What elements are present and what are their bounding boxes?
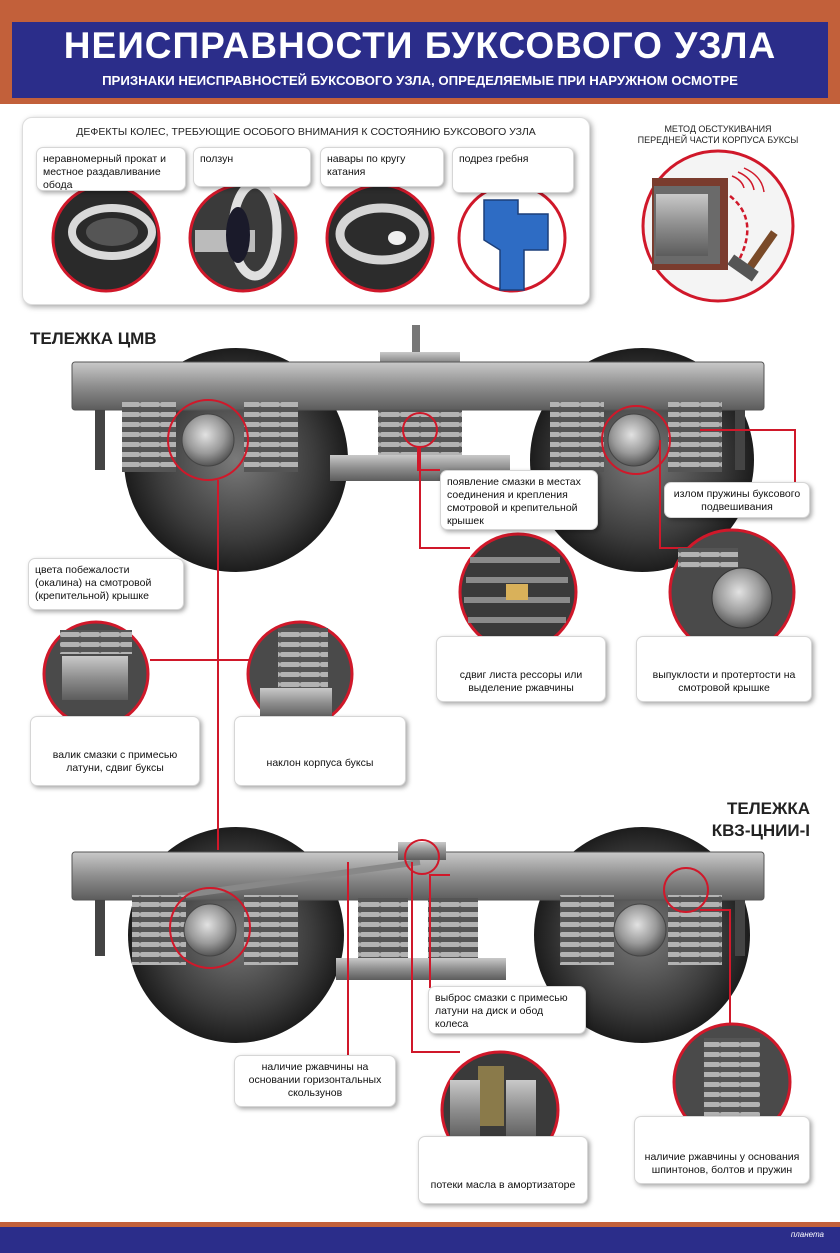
tapping-method-circle [641, 149, 795, 303]
defect-circle-flange [457, 183, 567, 293]
callout-grease-roller: валик смазки с примесью латуни, сдвиг бу… [30, 716, 200, 786]
detail-circle-cover-bulge [668, 528, 796, 656]
callout-buildup: навары по кругу катания [320, 147, 444, 187]
detail-circle-leaf-spring [458, 532, 578, 652]
defect-circle-buildup [325, 183, 435, 293]
callout-box-tilt: наклон корпуса буксы [234, 716, 406, 786]
bogie-kvz-illustration [71, 827, 765, 1043]
bottom-frame-line [0, 1222, 840, 1227]
callout-flat-spot: ползун [193, 147, 311, 187]
callout-spring-break: излом пружины буксового подвешивания [664, 482, 810, 518]
tapping-method-line2: ПЕРЕДНЕЙ ЧАСТИ КОРПУСА БУКСЫ [637, 135, 799, 145]
callout-uneven-rolling: неравномерный прокат и местное раздавлив… [36, 147, 186, 191]
callout-temper-colors: цвета побежалости (окалина) на смотровой… [28, 558, 184, 610]
defect-circle-flat-spot [188, 179, 298, 293]
detail-circle-tilt [246, 620, 354, 728]
defect-circle-rolling [51, 183, 161, 293]
bogie-kvz-label-line2: КВЗ-ЦНИИ-I [711, 821, 810, 840]
callout-grease-disk: выброс смазки с примесью латуни на диск … [428, 986, 586, 1034]
bogie-cmv-label: ТЕЛЕЖКА ЦМВ [30, 329, 157, 348]
tapping-method-label: МЕТОД ОБСТУКИВАНИЯ ПЕРЕДНЕЙ ЧАСТИ КОРПУС… [608, 124, 828, 146]
callout-grease-covers: появление смазки в местах соединения и к… [440, 470, 598, 530]
header-banner: НЕИСПРАВНОСТИ БУКСОВОГО УЗЛА ПРИЗНАКИ НЕ… [12, 22, 828, 98]
wheel-defects-heading: ДЕФЕКТЫ КОЛЕС, ТРЕБУЮЩИЕ ОСОБОГО ВНИМАНИ… [76, 126, 536, 138]
poster-subtitle: ПРИЗНАКИ НЕИСПРАВНОСТЕЙ БУКСОВОГО УЗЛА, … [102, 73, 738, 88]
tapping-method-line1: МЕТОД ОБСТУКИВАНИЯ [664, 124, 772, 134]
detail-circle-rust-base [672, 1022, 792, 1142]
bottom-frame [0, 1227, 840, 1253]
callout-cover-bulges: выпуклости и протертости на смотровой кр… [636, 636, 812, 702]
callout-rust-base: наличие ржавчины у основания шпинтонов, … [634, 1116, 810, 1184]
publisher-logo: планета [790, 1230, 824, 1239]
callout-leaf-spring: сдвиг листа рессоры или выделение ржавчи… [436, 636, 606, 702]
bogie-kvz-label: ТЕЛЕЖКА КВЗ-ЦНИИ-I [690, 798, 810, 842]
detail-circle-temper-colors [42, 620, 150, 728]
callout-rust-sliders: наличие ржавчины на основании горизонтал… [234, 1055, 396, 1107]
poster-title: НЕИСПРАВНОСТИ БУКСОВОГО УЗЛА [63, 25, 777, 66]
callout-flange-undercut: подрез гребня [452, 147, 574, 193]
callout-oil-damper: потеки масла в амортизаторе [418, 1136, 588, 1204]
bogie-kvz-label-line1: ТЕЛЕЖКА [726, 799, 810, 818]
